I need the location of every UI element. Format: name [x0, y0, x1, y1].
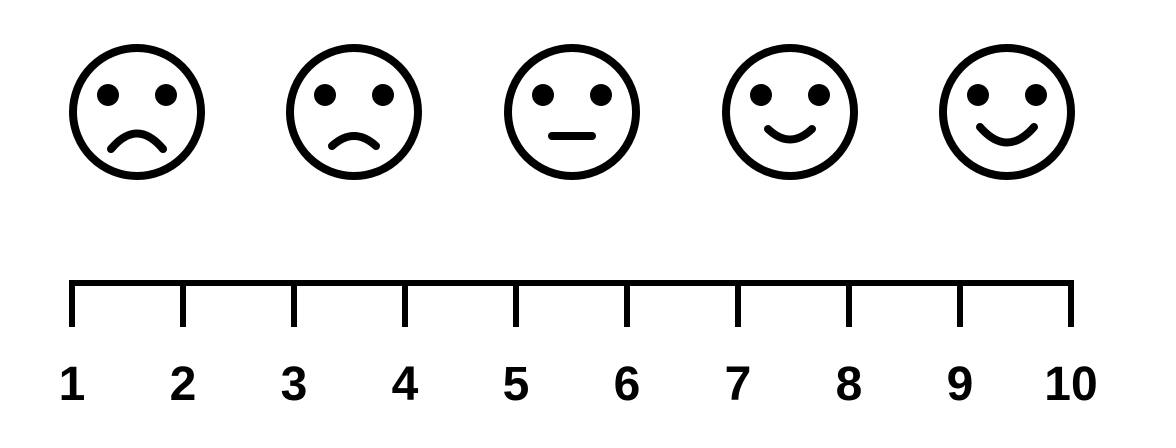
tick-label: 6 [614, 358, 641, 411]
face-mouth [328, 132, 380, 150]
sad-face-icon [286, 44, 422, 180]
face-outline [939, 44, 1075, 180]
face-left-eye [97, 84, 119, 106]
tick-label: 2 [170, 358, 197, 411]
face-mouth [107, 129, 167, 153]
face-left-eye [967, 84, 989, 106]
neutral-face-icon [504, 44, 640, 180]
tick-label: 3 [281, 358, 308, 411]
scale-labels: 1 2 3 4 5 6 7 8 9 10 [59, 358, 1098, 411]
very-sad-face-icon [69, 44, 205, 180]
face-mouth [976, 123, 1038, 147]
tick-label: 9 [947, 358, 974, 411]
face-outline [504, 44, 640, 180]
very-happy-face-icon [939, 44, 1075, 180]
face-outline [69, 44, 205, 180]
tick-label: 4 [392, 358, 419, 411]
tick-label: 8 [836, 358, 863, 411]
scale-axis [69, 280, 1074, 327]
face-left-eye [314, 84, 336, 106]
face-left-eye [750, 84, 772, 106]
tick-label: 10 [1044, 358, 1097, 411]
face-right-eye [372, 84, 394, 106]
face-outline [722, 44, 858, 180]
tick-label: 5 [503, 358, 530, 411]
tick-label: 7 [725, 358, 752, 411]
face-outline [286, 44, 422, 180]
face-right-eye [1025, 84, 1047, 106]
faces-row [69, 44, 1075, 180]
face-right-eye [155, 84, 177, 106]
tick-label: 1 [59, 358, 86, 411]
happy-face-icon [722, 44, 858, 180]
face-right-eye [808, 84, 830, 106]
face-left-eye [532, 84, 554, 106]
face-right-eye [590, 84, 612, 106]
face-mouth [764, 125, 816, 144]
